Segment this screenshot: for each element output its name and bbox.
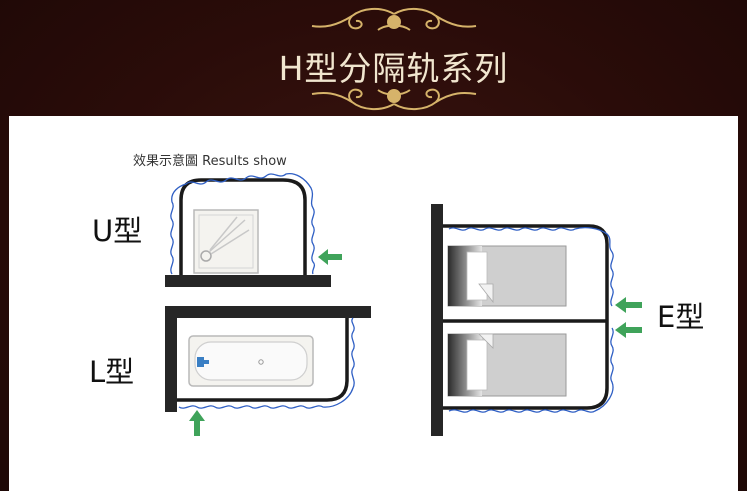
gold-scroll-ornament-icon bbox=[311, 8, 477, 31]
l-type-diagram bbox=[165, 306, 371, 436]
u-type-diagram bbox=[165, 172, 342, 287]
e-type-diagram bbox=[431, 204, 642, 436]
l-track bbox=[177, 318, 349, 402]
bathtub-icon bbox=[188, 335, 314, 387]
e-green-arrow-icon-1 bbox=[615, 297, 642, 313]
e-wall bbox=[431, 204, 443, 436]
u-curtain bbox=[170, 172, 316, 275]
e-track-outer bbox=[443, 224, 609, 410]
l-green-arrow-icon bbox=[189, 410, 205, 436]
l-curtain bbox=[178, 317, 355, 409]
e-curtain-top bbox=[448, 227, 614, 307]
e-green-arrow-icon-2 bbox=[615, 322, 642, 338]
l-type-label: L型 bbox=[89, 355, 135, 389]
page-title: H型分隔轨系列 bbox=[278, 49, 509, 88]
l-wall-top bbox=[165, 306, 371, 318]
gold-scroll-ornament-bottom-icon bbox=[311, 88, 477, 110]
bed-icon-2 bbox=[447, 333, 567, 397]
results-caption: 效果示意圖 Results show bbox=[133, 154, 287, 169]
l-wall-left bbox=[165, 306, 177, 412]
track-diagram bbox=[165, 172, 642, 436]
e-type-label: E型 bbox=[657, 300, 705, 334]
illustration-panel: 效果示意圖 Results show U型 L型 E型 bbox=[9, 116, 738, 491]
bed-icon bbox=[447, 245, 567, 307]
u-wall bbox=[165, 275, 331, 287]
e-curtain-bottom bbox=[448, 327, 614, 413]
header-ornaments bbox=[120, 8, 668, 110]
u-green-arrow-icon bbox=[318, 249, 342, 265]
shower-tray-icon bbox=[193, 209, 259, 274]
u-type-label: U型 bbox=[92, 214, 143, 248]
header: H型分隔轨系列 bbox=[0, 0, 747, 115]
